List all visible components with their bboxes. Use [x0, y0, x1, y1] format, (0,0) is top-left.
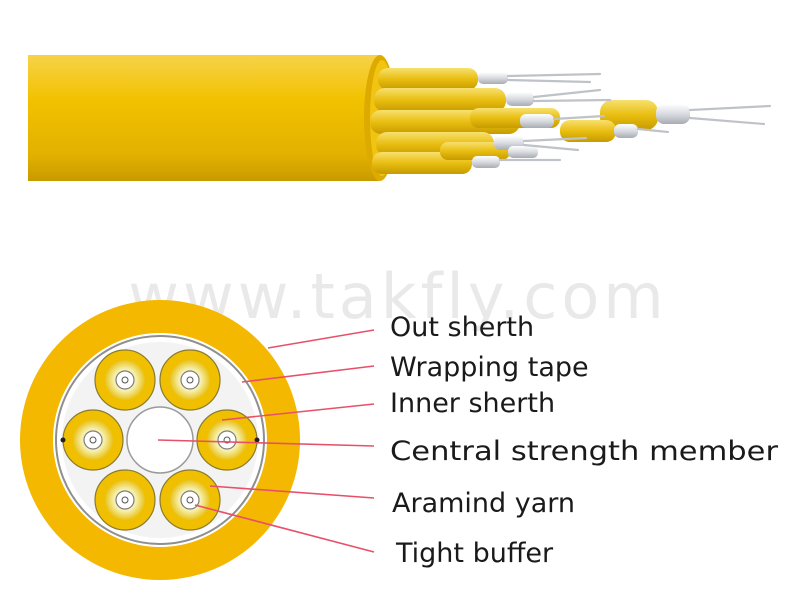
leader-aramind-yarn [209, 485, 375, 499]
outer-jacket [28, 55, 392, 181]
subunit-tubes [370, 68, 658, 174]
label-inner-sherth: Inner sherth [390, 388, 555, 419]
leader-out-sherth [267, 329, 375, 349]
leader-tight-buffer [194, 504, 375, 553]
label-wrapping-tape: Wrapping tape [390, 352, 589, 383]
tight-buffer [159, 349, 221, 411]
tight-buffer-units [62, 349, 258, 531]
fiber-segments [472, 72, 690, 168]
leader-inner-sherth [221, 403, 375, 421]
labels: Out sherth Wrapping tape Inner sherth Ce… [390, 312, 779, 569]
cable-side-view [28, 55, 772, 181]
label-out-sherth: Out sherth [390, 312, 534, 343]
bare-fibers [498, 72, 772, 162]
label-aramind-yarn: Aramind yarn [392, 488, 575, 519]
tight-buffer [62, 409, 124, 471]
label-central-strength-member: Central strength member [390, 436, 779, 467]
tight-buffer [94, 469, 156, 531]
label-tight-buffer: Tight buffer [395, 538, 554, 569]
leader-wrapping-tape [241, 365, 375, 383]
leader-lines [157, 329, 375, 553]
leader-central-strength-member [157, 439, 375, 447]
wrapping-tape-ring [55, 335, 265, 545]
tight-buffer [94, 349, 156, 411]
tight-buffer [159, 469, 221, 531]
